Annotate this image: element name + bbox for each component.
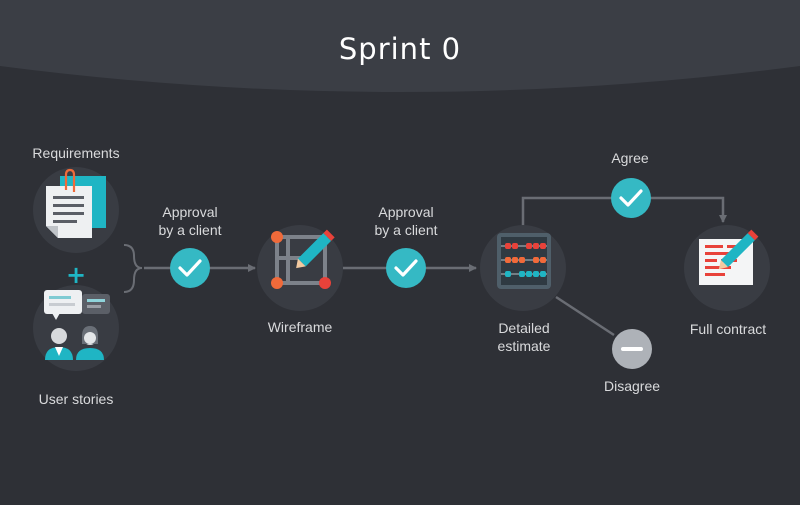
user-stories-label: User stories xyxy=(38,391,114,407)
approval2-line1: Approval xyxy=(378,204,434,220)
requirements-label: Requirements xyxy=(32,145,120,161)
users-icon xyxy=(45,326,104,360)
minus-icon xyxy=(612,329,652,369)
arrow-disagree xyxy=(555,295,615,337)
approval1-line1: Approval xyxy=(162,204,218,220)
check-icon xyxy=(611,178,651,218)
chat-icon xyxy=(44,290,110,320)
contract-label: Full contract xyxy=(689,321,767,337)
plus-icon: + xyxy=(66,261,86,289)
disagree-label: Disagree xyxy=(603,378,661,394)
check-icon xyxy=(386,248,426,288)
wireframe-label: Wireframe xyxy=(267,319,333,335)
approval1-line2: by a client xyxy=(158,222,222,238)
contract-icon xyxy=(699,229,759,285)
document-icon xyxy=(46,168,106,238)
bracket-connector xyxy=(123,244,143,293)
check-icon xyxy=(170,248,210,288)
estimate-label-line1: Detailed xyxy=(498,320,550,336)
wireframe-icon xyxy=(271,229,335,289)
agree-label: Agree xyxy=(611,150,649,166)
page-title: Sprint 0 xyxy=(338,32,462,66)
header-band xyxy=(0,0,800,92)
abacus-icon xyxy=(497,233,551,289)
estimate-label-line2: estimate xyxy=(497,338,551,354)
approval2-line2: by a client xyxy=(374,222,438,238)
